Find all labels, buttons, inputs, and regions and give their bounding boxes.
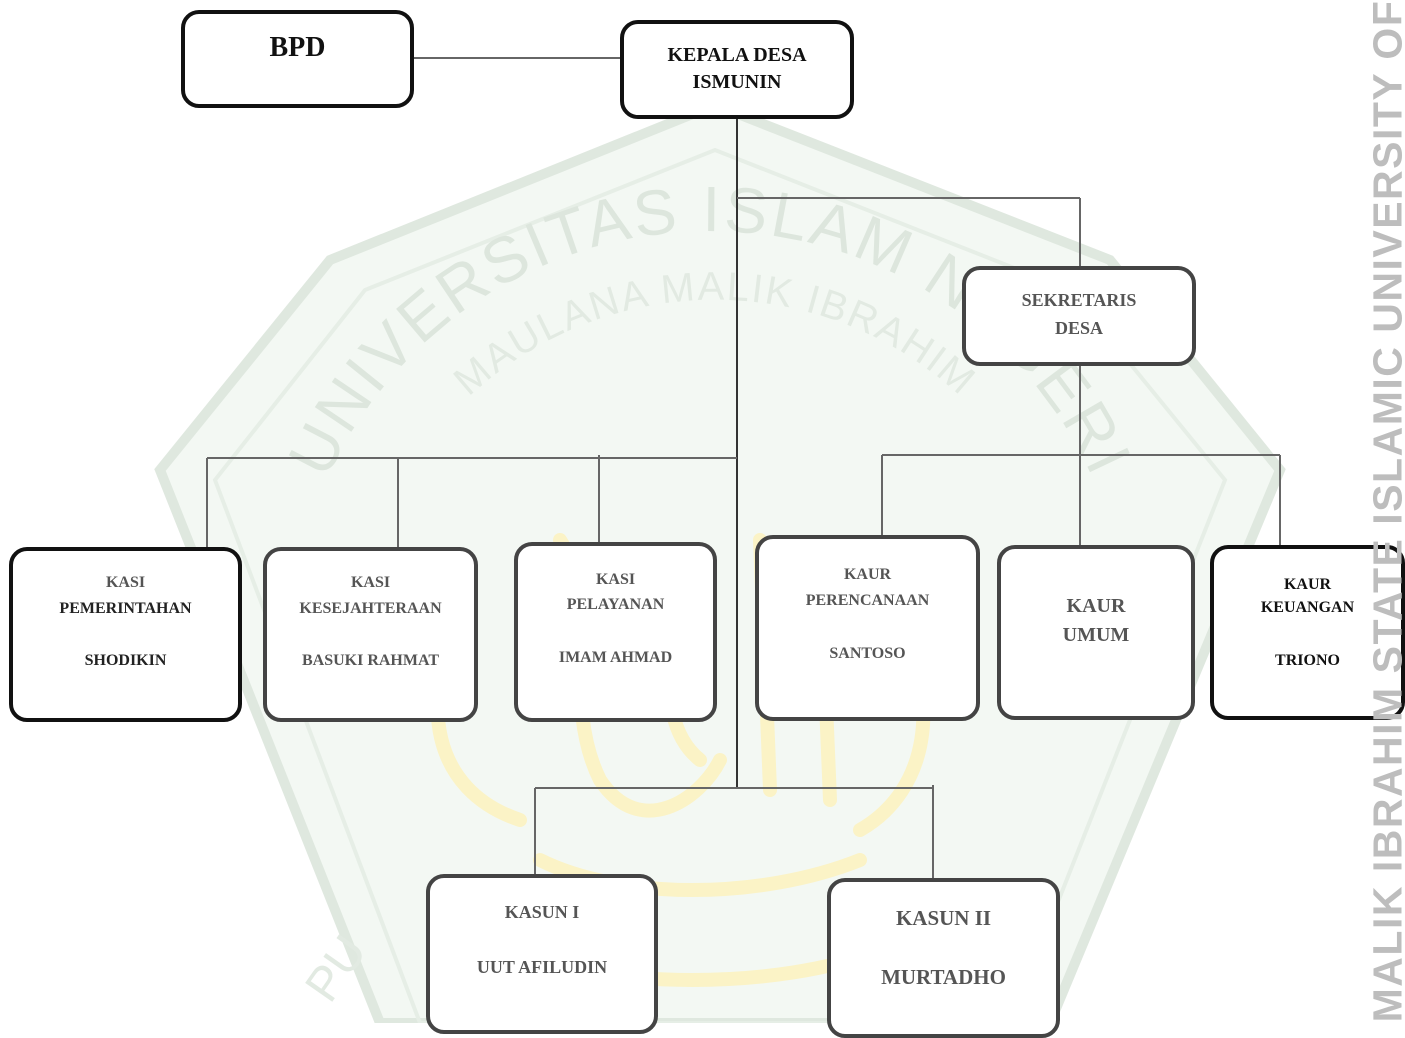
kasi-pemerintahan-box: KASI PEMERINTAHAN SHODIKIN: [9, 547, 242, 722]
kasun-2-name: MURTADHO: [831, 965, 1056, 990]
kaur-umum-dept: UMUM: [1001, 624, 1191, 647]
kasun-1-title: KASUN I: [430, 902, 654, 923]
kasi-pelayanan-title: KASI: [518, 571, 713, 589]
kasi-pelayanan-dept: PELAYANAN: [518, 596, 713, 614]
kasun-2-title: KASUN II: [831, 906, 1056, 931]
kasi-kesejahteraan-dept: KESEJAHTERAAN: [267, 600, 474, 618]
kaur-umum-title: KAUR: [1001, 595, 1191, 618]
side-watermark-text: MALIK IBRAHIM STATE ISLAMIC UNIVERSITY O…: [1365, 0, 1405, 1022]
kasun-2-box: KASUN II MURTADHO: [827, 878, 1060, 1038]
kasi-pemerintahan-title: KASI: [13, 574, 238, 592]
kasi-kesejahteraan-title: KASI: [267, 574, 474, 592]
kaur-perencanaan-box: KAUR PERENCANAAN SANTOSO: [755, 535, 980, 721]
kepala-desa-name: ISMUNIN: [624, 71, 850, 94]
kasi-pelayanan-name: IMAM AHMAD: [518, 649, 713, 667]
bpd-box: BPD: [181, 10, 414, 108]
kaur-umum-box: KAUR UMUM: [997, 545, 1195, 720]
sekretaris-subtitle: DESA: [966, 318, 1192, 339]
kepala-desa-title: KEPALA DESA: [624, 44, 850, 67]
kaur-perencanaan-name: SANTOSO: [759, 645, 976, 663]
kasi-kesejahteraan-box: KASI KESEJAHTERAAN BASUKI RAHMAT: [263, 547, 478, 722]
kasi-kesejahteraan-name: BASUKI RAHMAT: [267, 652, 474, 670]
kasi-pelayanan-box: KASI PELAYANAN IMAM AHMAD: [514, 542, 717, 722]
kasi-pemerintahan-name: SHODIKIN: [13, 652, 238, 670]
kepala-desa-box: KEPALA DESA ISMUNIN: [620, 20, 854, 119]
kasun-1-name: UUT AFILUDIN: [430, 957, 654, 978]
kaur-perencanaan-dept: PERENCANAAN: [759, 592, 976, 610]
sekretaris-title: SEKRETARIS: [966, 290, 1192, 311]
kaur-perencanaan-title: KAUR: [759, 566, 976, 584]
kasi-pemerintahan-dept: PEMERINTAHAN: [13, 600, 238, 618]
bpd-label: BPD: [185, 32, 410, 64]
kasun-1-box: KASUN I UUT AFILUDIN: [426, 874, 658, 1034]
sekretaris-desa-box: SEKRETARIS DESA: [962, 266, 1196, 366]
